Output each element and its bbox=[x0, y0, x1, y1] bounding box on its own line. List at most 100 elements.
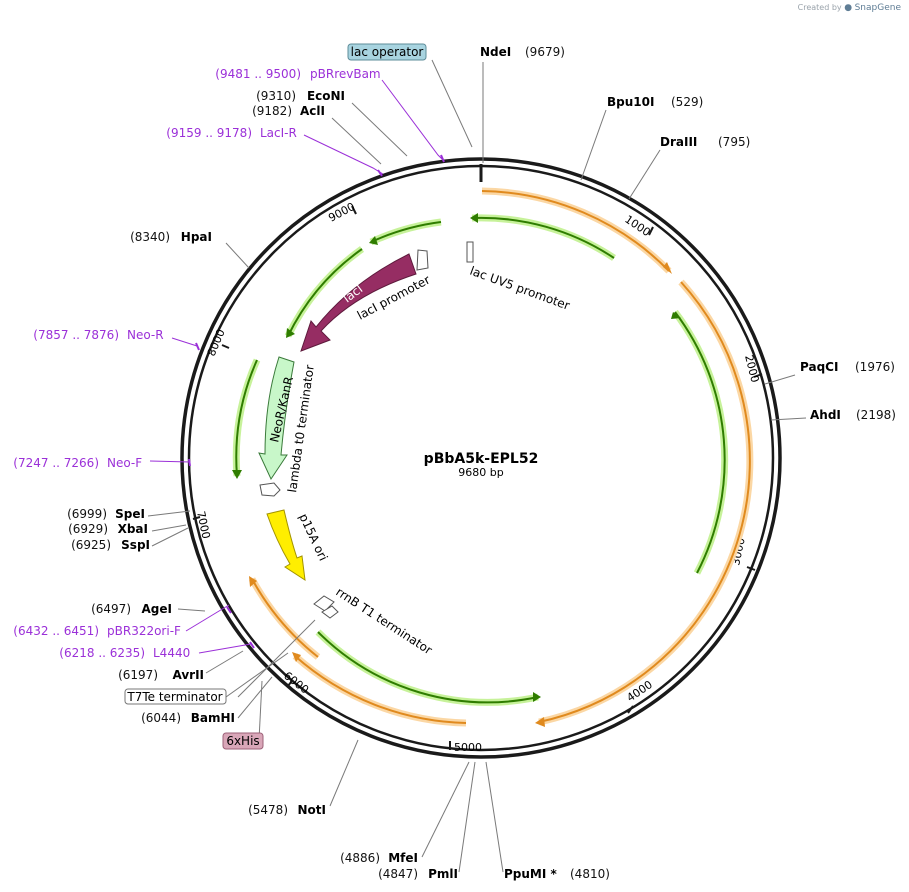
primer-marks bbox=[188, 154, 445, 649]
site-pos-sspi: (6925) bbox=[71, 538, 111, 552]
green-arc-1-head bbox=[470, 213, 478, 223]
t7te-terminator-label: T7Te terminator bbox=[126, 690, 222, 704]
lac-operator-box bbox=[347, 43, 427, 61]
site-name-acli: AclI bbox=[300, 104, 325, 118]
green-arc-5-line bbox=[235, 359, 258, 477]
site-pos-hpai: (8340) bbox=[130, 230, 170, 244]
green-arc-1-line bbox=[471, 216, 615, 259]
green-arc-2-line bbox=[674, 311, 726, 574]
orange-arc-1-line bbox=[481, 190, 670, 272]
site-name-hpai: HpaI bbox=[181, 230, 212, 244]
site-name-econi: EcoNI bbox=[307, 89, 345, 103]
site-name-pmli: PmlI bbox=[428, 867, 458, 881]
site-pos-bpu10i: (529) bbox=[671, 95, 703, 109]
site-pos-draiii: (795) bbox=[718, 135, 750, 149]
site-name-mfei: MfeI bbox=[388, 851, 418, 865]
plasmid-name: pBbA5k-EPL52 bbox=[424, 451, 539, 467]
plasmid-length: 9680 bp bbox=[458, 466, 503, 479]
tick-marks bbox=[192, 205, 763, 750]
site-name-noti: NotI bbox=[298, 803, 327, 817]
site-name-ahdi: AhdI bbox=[810, 408, 841, 422]
primer-range-neo-f: (7247 .. 7266) bbox=[13, 456, 99, 470]
green-arc-3 bbox=[369, 218, 442, 246]
green-arc-6-head bbox=[533, 692, 541, 702]
tick-label-5000: 5000 bbox=[454, 741, 482, 754]
lambda-t0-terminator-shape bbox=[259, 482, 281, 497]
green-arc-1 bbox=[471, 214, 616, 261]
site-pos-bamhi: (6044) bbox=[141, 711, 181, 725]
site-pos-acli: (9182) bbox=[252, 104, 292, 118]
site-leader-lines bbox=[147, 59, 807, 873]
site-pos-pmli: (4847) bbox=[378, 867, 418, 881]
credit-prefix: Created by bbox=[797, 3, 842, 12]
primer-name-pbrrevbam: pBRrevBam bbox=[310, 67, 381, 81]
site-pos-ndei: (9679) bbox=[525, 45, 565, 59]
green-feature-arcs bbox=[232, 213, 729, 706]
tick-label-2000: 2000 bbox=[742, 354, 761, 384]
green-arc-5-head bbox=[232, 470, 242, 479]
site-name-ppumi: PpuMI * bbox=[504, 867, 558, 881]
site-pos-noti: (5478) bbox=[248, 803, 288, 817]
site-name-sspi: SspI bbox=[121, 538, 150, 552]
primer-name-pbr322ori-f: pBR322ori-F bbox=[107, 624, 181, 638]
tick-label-7000: 7000 bbox=[194, 510, 213, 540]
orange-arc-1-head bbox=[663, 262, 672, 274]
primer-range-laci-r: (9159 .. 9178) bbox=[166, 126, 252, 140]
neo-kanr-arrow bbox=[258, 356, 295, 481]
orange-arc-2-head bbox=[535, 717, 545, 727]
orange-arc-4-line bbox=[294, 655, 467, 724]
site-name-paqci: PaqCI bbox=[800, 360, 838, 374]
site-pos-ppumi: (4810) bbox=[570, 867, 610, 881]
tick-label-9000: 9000 bbox=[326, 200, 357, 225]
lac-operator-label: lac operator bbox=[351, 45, 424, 59]
orange-arc-3-head bbox=[249, 576, 257, 587]
rrnb-t1-terminator-shape-2 bbox=[321, 605, 339, 619]
primer-name-laci-r: LacI-R bbox=[260, 126, 297, 140]
site-pos-paqci: (1976) bbox=[855, 360, 895, 374]
site-name-spei: SpeI bbox=[115, 507, 145, 521]
site-name-agei: AgeI bbox=[142, 602, 172, 616]
orange-arc-2-line bbox=[538, 281, 751, 723]
site-pos-ahdi: (2198) bbox=[856, 408, 896, 422]
site-name-avrii: AvrII bbox=[172, 668, 204, 682]
primer-range-l4440: (6218 .. 6235) bbox=[59, 646, 145, 660]
credit-brand: SnapGene bbox=[854, 3, 901, 13]
snapgene-credit: Created by ● SnapGene bbox=[798, 3, 901, 13]
green-arc-4-line bbox=[287, 248, 363, 337]
site-pos-avrii: (6197) bbox=[118, 668, 158, 682]
green-arc-6-line bbox=[317, 631, 539, 704]
site-name-draiii: DraIII bbox=[660, 135, 697, 149]
green-arc-4-head bbox=[286, 328, 295, 338]
orange-arc-3-line bbox=[251, 578, 319, 658]
site-pos-agei: (6497) bbox=[91, 602, 131, 616]
orange-feature-arcs bbox=[248, 187, 754, 727]
primer-range-pbrrevbam: (9481 .. 9500) bbox=[215, 67, 301, 81]
orange-arc-4-head bbox=[292, 652, 301, 662]
rrnb-t1-label: rrnB T1 terminator bbox=[333, 585, 434, 658]
site-name-bamhi: BamHI bbox=[191, 711, 235, 725]
site-pos-spei: (6999) bbox=[67, 507, 107, 521]
primer-name-neo-r: Neo-R bbox=[127, 328, 164, 342]
6xhis-box bbox=[222, 732, 264, 750]
snapgene-logo-icon: ● bbox=[844, 3, 853, 13]
primer-name-l4440: L4440 bbox=[153, 646, 190, 660]
p15a-ori-arrow bbox=[266, 509, 306, 582]
primer-name-neo-f: Neo-F bbox=[107, 456, 142, 470]
rrnb-t1-terminator-shape bbox=[313, 595, 335, 612]
6xhis-label: 6xHis bbox=[226, 734, 259, 748]
site-pos-mfei: (4886) bbox=[340, 851, 380, 865]
p15a-ori-label: p15A ori bbox=[296, 511, 330, 563]
laci-cds-arrow bbox=[300, 253, 417, 352]
site-name-xbai: XbaI bbox=[118, 522, 148, 536]
primer-range-pbr322ori-f: (6432 .. 6451) bbox=[13, 624, 99, 638]
site-name-ndei: NdeI bbox=[480, 45, 511, 59]
green-arc-3-head bbox=[369, 236, 378, 245]
lac-uv5-promoter-label: lac UV5 promoter bbox=[468, 264, 572, 313]
t7te-terminator-box bbox=[124, 688, 227, 705]
primer-range-neo-r: (7857 .. 7876) bbox=[33, 328, 119, 342]
site-pos-econi: (9310) bbox=[256, 89, 296, 103]
orange-arc-3 bbox=[248, 577, 321, 660]
site-name-bpu10i: Bpu10I bbox=[607, 95, 654, 109]
orange-arc-4 bbox=[292, 653, 467, 727]
